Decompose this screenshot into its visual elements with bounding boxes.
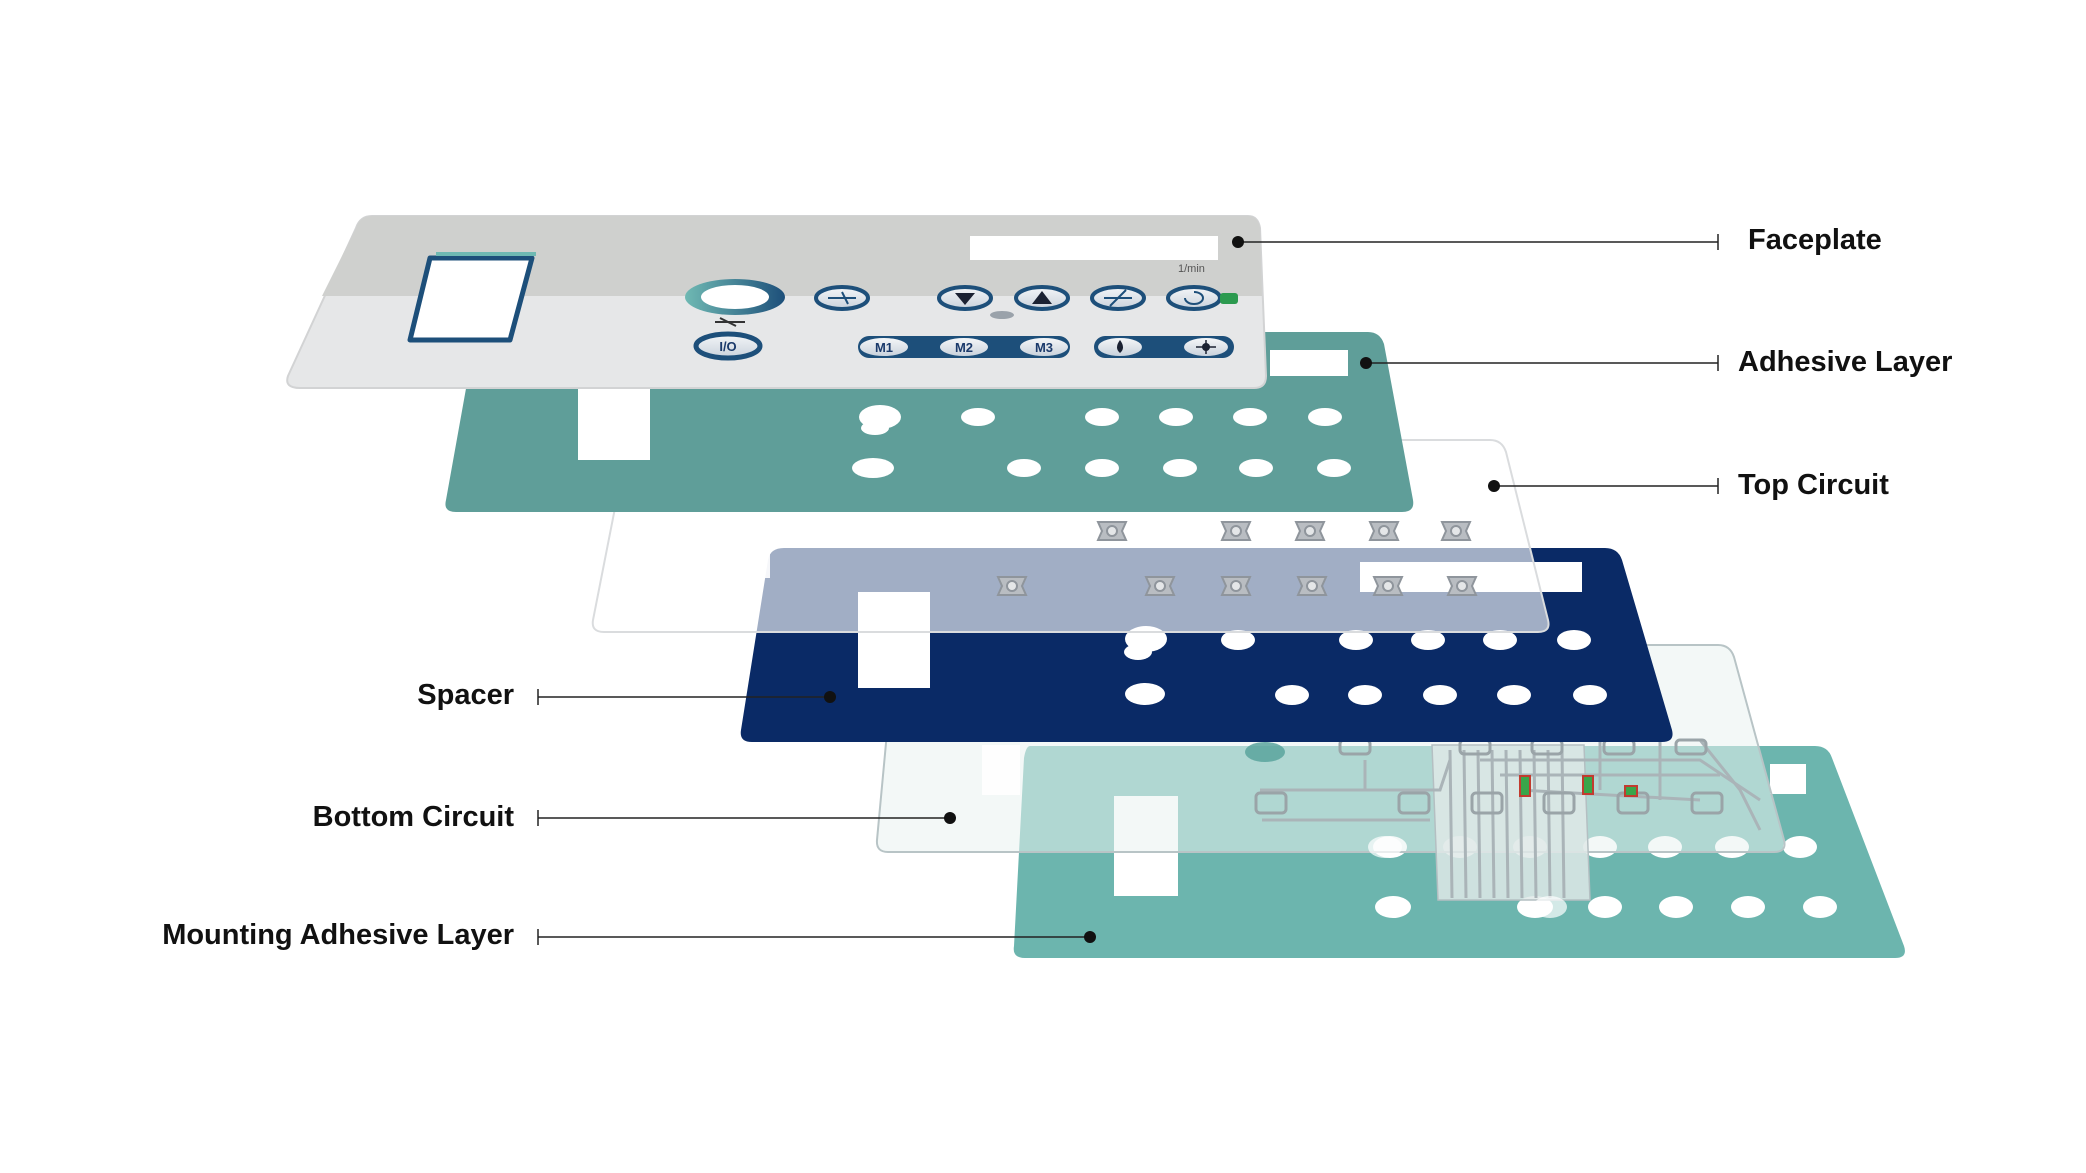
leader-lines (537, 234, 1719, 945)
leader-dots (824, 236, 1500, 943)
power-button-label: I/O (719, 339, 736, 354)
power-button[interactable]: I/O (693, 331, 763, 361)
speed-dial-icon (685, 279, 785, 327)
m3-button[interactable]: M3 (1020, 338, 1068, 356)
faceplate-display-window (970, 236, 1218, 260)
m2-button-label: M2 (955, 340, 973, 355)
m1-button[interactable]: M1 (860, 338, 908, 356)
adhesive-layer-label: Adhesive Layer (1738, 346, 1952, 378)
faceplate-lcd-frame (407, 255, 535, 343)
spacer-label: Spacer (417, 679, 514, 711)
tool-icon (828, 291, 856, 305)
m1-button-label: M1 (875, 340, 893, 355)
rpm-unit-label: 1/min (1178, 263, 1205, 275)
light-button[interactable] (1184, 338, 1228, 356)
faceplate-label: Faceplate (1748, 224, 1882, 256)
down-button[interactable] (937, 285, 993, 311)
m3-button-label: M3 (1035, 340, 1053, 355)
status-led (1220, 293, 1238, 304)
circuit-contact-pads (1254, 738, 1724, 815)
arrow-down-icon (955, 293, 975, 305)
light-off-button[interactable] (1090, 285, 1146, 311)
faceplate-layer: 1/min (286, 215, 1268, 389)
rotate-icon (1184, 291, 1204, 305)
gear-icon (990, 311, 1014, 319)
m2-button[interactable]: M2 (940, 338, 988, 356)
arrow-up-icon (1032, 291, 1052, 304)
reverse-button[interactable] (1166, 285, 1238, 311)
slash-icon (1104, 289, 1132, 307)
top-circuit-label: Top Circuit (1738, 469, 1889, 501)
water-button[interactable] (1098, 338, 1142, 356)
up-button[interactable] (1014, 285, 1070, 311)
bottom-circuit-label: Bottom Circuit (313, 801, 515, 833)
top-circuit-contacts (996, 521, 1478, 596)
circuit-components (1519, 775, 1638, 797)
circuit-traces (1260, 739, 1762, 899)
tool-button[interactable] (814, 285, 870, 311)
adhesive-window (578, 388, 650, 460)
adhesive-holes (852, 405, 1351, 478)
water-drop-icon (1117, 340, 1123, 353)
mounting-adhesive-layer-label: Mounting Adhesive Layer (162, 919, 514, 951)
circuit-flex-tail (1431, 744, 1591, 901)
